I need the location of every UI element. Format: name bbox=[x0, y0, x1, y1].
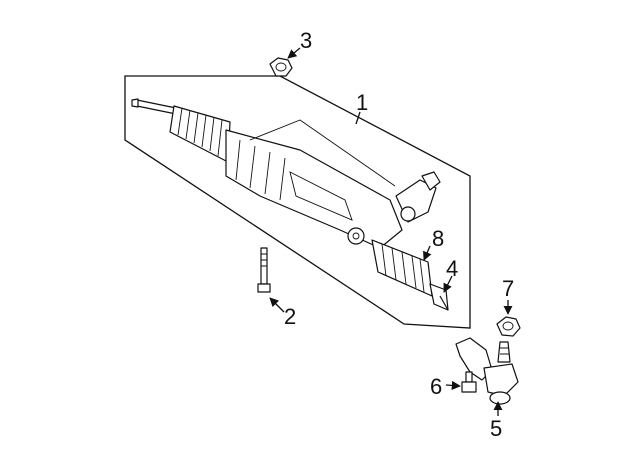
steering-rack-assembly bbox=[131, 98, 449, 311]
callout-7: 7 bbox=[502, 276, 514, 301]
nut-part-3 bbox=[269, 57, 293, 77]
callout-6: 6 bbox=[430, 374, 442, 399]
leader-arrow-4 bbox=[443, 275, 453, 293]
callout-3: 3 bbox=[300, 28, 312, 53]
leader-line-1 bbox=[355, 111, 361, 125]
tie-rod-end-part bbox=[455, 337, 519, 405]
callout-4: 4 bbox=[446, 256, 458, 281]
callout-8: 8 bbox=[432, 226, 444, 251]
callout-2: 2 bbox=[284, 304, 296, 329]
small-bolt-part bbox=[461, 371, 477, 393]
nut-part-7 bbox=[496, 316, 521, 337]
leader-arrow-3 bbox=[287, 47, 301, 59]
leader-arrow-8 bbox=[423, 245, 432, 261]
callout-1: 1 bbox=[356, 90, 368, 115]
leader-arrow-6 bbox=[445, 380, 461, 390]
callout-5: 5 bbox=[490, 416, 502, 441]
bolt-part bbox=[257, 247, 271, 293]
leader-arrow-2 bbox=[269, 297, 285, 313]
